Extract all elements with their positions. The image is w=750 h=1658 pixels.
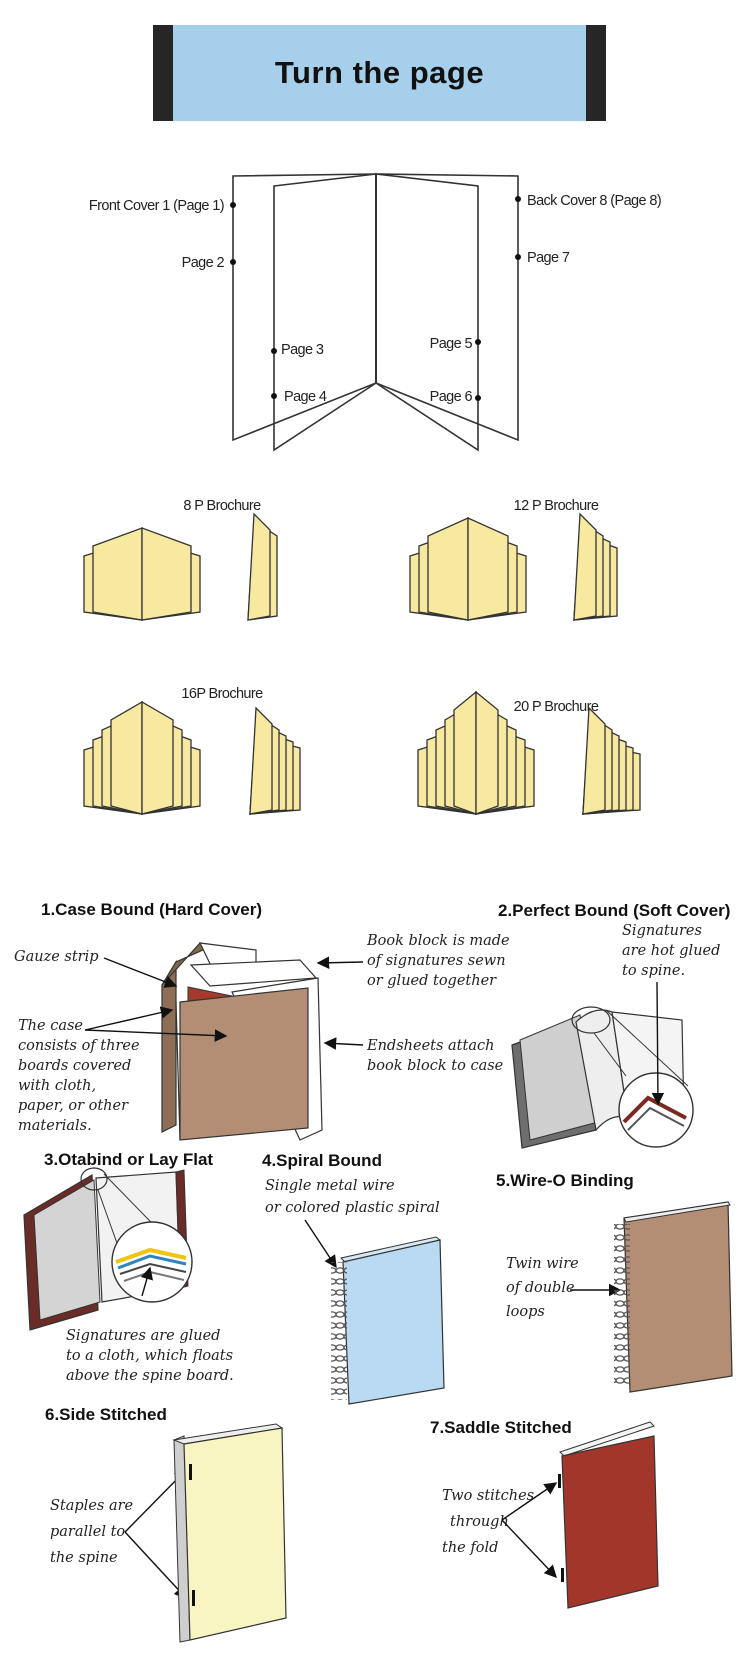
label-page-6: Page 6 — [430, 389, 473, 405]
brochure-illustrations — [83, 512, 641, 815]
title-wire-o: 5.Wire-O Binding — [496, 1171, 634, 1190]
label-page-5: Page 5 — [430, 336, 473, 352]
brochure-8p-left-page — [92, 527, 143, 621]
label-back-cover: Back Cover 8 (Page 8) — [527, 193, 661, 209]
svg-text:to spine.: to spine. — [622, 963, 685, 979]
note-wire-o: Twin wire of double loops — [506, 1256, 579, 1320]
note-gauze-strip: Gauze strip — [14, 949, 99, 965]
svg-text:Signatures are glued: Signatures are glued — [66, 1328, 220, 1344]
brochure-16p-right-page — [141, 700, 174, 815]
svg-text:boards covered: boards covered — [18, 1058, 131, 1074]
svg-text:The case: The case — [18, 1018, 83, 1034]
note-endsheets: Endsheets attach book block to case — [366, 1038, 503, 1074]
brochure-20p-right-page — [475, 690, 499, 815]
svg-text:Single metal wire: Single metal wire — [265, 1178, 395, 1194]
title-case-bound: 1.Case Bound (Hard Cover) — [41, 900, 262, 919]
brochure-16p-left-page — [110, 700, 143, 815]
svg-text:Two stitches: Two stitches — [442, 1488, 534, 1504]
svg-text:the fold: the fold — [442, 1540, 498, 1556]
brochure-8p-side-page — [247, 512, 271, 621]
svg-text:Staples are: Staples are — [50, 1498, 133, 1514]
svg-text:the spine: the spine — [50, 1550, 118, 1566]
svg-text:paper, or other: paper, or other — [18, 1098, 129, 1114]
svg-text:Book block is made: Book block is made — [366, 933, 510, 949]
svg-text:Signatures: Signatures — [622, 923, 702, 939]
saddle-stitched-illustration — [558, 1421, 659, 1609]
page-markers — [230, 196, 521, 401]
brochure-20p-left-page — [453, 690, 477, 815]
svg-text:are hot glued: are hot glued — [622, 943, 720, 959]
brochure-label-12p: 12 P Brochure — [514, 498, 599, 514]
spiral-bound-illustration — [331, 1236, 445, 1405]
side-stitched-illustration — [172, 1423, 287, 1643]
title-saddle-stitched: 7.Saddle Stitched — [430, 1418, 572, 1437]
label-page-3: Page 3 — [281, 342, 324, 358]
svg-text:with cloth,: with cloth, — [18, 1078, 96, 1094]
title-otabind: 3.Otabind or Lay Flat — [44, 1150, 213, 1169]
svg-text:above the spine board.: above the spine board. — [66, 1368, 234, 1384]
note-perfect-bound: Signatures are hot glued to spine. — [622, 923, 720, 979]
brochure-12p-right-page — [467, 516, 509, 621]
svg-text:of signatures sewn: of signatures sewn — [367, 953, 506, 969]
brochure-label-16p: 16P Brochure — [181, 686, 263, 702]
label-page-4: Page 4 — [284, 389, 327, 405]
page-order-diagram — [232, 173, 519, 452]
svg-text:loops: loops — [506, 1304, 545, 1320]
svg-text:parallel to: parallel to — [50, 1524, 125, 1540]
title-perfect-bound: 2.Perfect Bound (Soft Cover) — [498, 901, 730, 920]
page-title: Turn the page — [274, 55, 485, 90]
title-banner: Turn the page — [153, 25, 606, 121]
svg-text:to a cloth, which floats: to a cloth, which floats — [66, 1348, 233, 1364]
label-page-2: Page 2 — [182, 255, 225, 271]
label-page-7: Page 7 — [527, 250, 570, 266]
note-spiral: Single metal wire or colored plastic spi… — [265, 1178, 440, 1216]
note-book-block: Book block is made of signatures sewn or… — [366, 933, 510, 989]
label-front-cover: Front Cover 1 (Page 1) — [89, 198, 224, 214]
brochure-12p-side-page — [573, 512, 597, 621]
case-bound-illustration — [161, 942, 323, 1141]
svg-text:of double: of double — [506, 1280, 575, 1296]
svg-text:or glued together: or glued together — [367, 973, 497, 989]
svg-text:materials.: materials. — [18, 1118, 92, 1134]
brochure-16p-side-page — [249, 706, 273, 815]
note-saddle-stitched: Two stitches through the fold — [442, 1488, 534, 1556]
brochure-20p-side-page — [582, 706, 606, 815]
title-spiral-bound: 4.Spiral Bound — [262, 1151, 382, 1170]
wire-o-illustration — [614, 1201, 733, 1393]
otabind-illustration — [23, 1167, 193, 1331]
note-case: The case consists of three boards covere… — [18, 1018, 140, 1134]
note-otabind: Signatures are glued to a cloth, which f… — [66, 1328, 234, 1384]
brochure-label-8p: 8 P Brochure — [183, 498, 261, 514]
note-side-stitched: Staples are parallel to the spine — [50, 1498, 133, 1566]
brochure-8p-right-page — [141, 527, 192, 621]
brochure-label-20p: 20 P Brochure — [514, 699, 599, 715]
brochure-12p-left-page — [427, 516, 469, 621]
title-side-stitched: 6.Side Stitched — [45, 1405, 167, 1424]
perfect-bound-illustration — [511, 1006, 694, 1149]
svg-text:or colored plastic spiral: or colored plastic spiral — [265, 1200, 440, 1216]
svg-text:Endsheets attach: Endsheets attach — [366, 1038, 494, 1054]
svg-text:consists of three: consists of three — [18, 1038, 140, 1054]
svg-text:book block to case: book block to case — [367, 1058, 503, 1074]
svg-text:through: through — [450, 1514, 509, 1530]
svg-text:Twin wire: Twin wire — [506, 1256, 579, 1272]
